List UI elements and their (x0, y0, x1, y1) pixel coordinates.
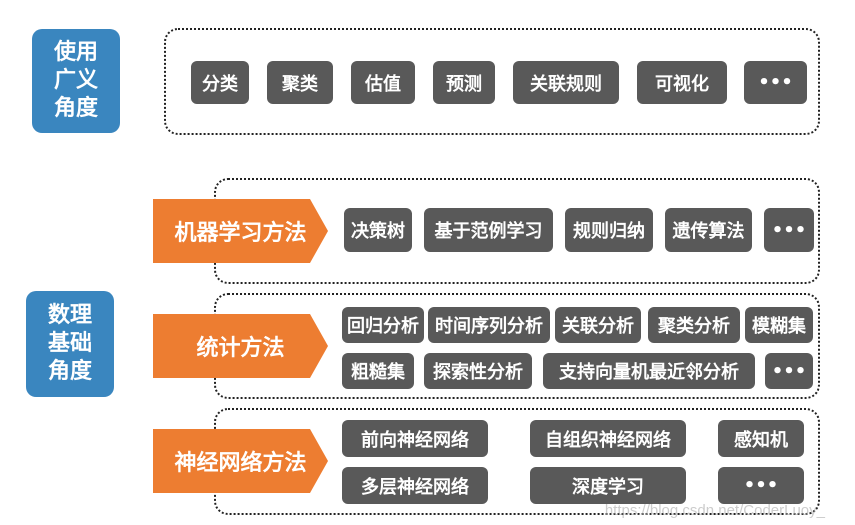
tag-rule-induction: 规则归纳 (565, 208, 653, 252)
nn-arrow-shape (153, 429, 328, 493)
usage-angle-line3: 角度 (53, 96, 98, 121)
tag-association-rules: 关联规则 (513, 61, 619, 104)
ml-arrow: 机器学习方法 (153, 199, 328, 263)
ml-arrow-shape (153, 199, 328, 263)
tag-rough-set: 粗糙集 (342, 353, 414, 389)
tag-decision-tree: 决策树 (344, 208, 412, 252)
nn-arrow-label: 神经网络方法 (174, 451, 307, 476)
math-basis-line3: 角度 (47, 359, 92, 384)
stats-arrow: 统计方法 (153, 314, 328, 378)
ml-arrow-label: 机器学习方法 (174, 221, 307, 246)
nn-arrow: 神经网络方法 (153, 429, 328, 493)
tag-exploratory-analysis: 探索性分析 (424, 353, 532, 389)
tag-self-organizing-nn: 自组织神经网络 (530, 420, 686, 457)
tag-deep-learning: 深度学习 (530, 467, 686, 504)
tag-genetic-algorithm: 遗传算法 (665, 208, 752, 252)
tag-ellipsis: ••• (744, 61, 807, 104)
tag-stats-ellipsis: ••• (765, 353, 813, 389)
math-basis-line2: 基础 (47, 331, 92, 356)
tag-prediction: 预测 (433, 61, 495, 104)
usage-angle-line2: 广义 (53, 68, 98, 93)
math-basis-box: 数理 基础 角度 (26, 291, 114, 397)
watermark: https://blog.csdn.net/CoderLuoy_ (604, 502, 825, 519)
tag-perceptron: 感知机 (718, 420, 804, 457)
tag-time-series: 时间序列分析 (428, 307, 550, 343)
usage-angle-line1: 使用 (53, 40, 98, 65)
tag-association-analysis: 关联分析 (555, 307, 641, 343)
tag-ml-ellipsis: ••• (764, 208, 814, 252)
tag-cluster-analysis: 聚类分析 (648, 307, 740, 343)
stats-arrow-label: 统计方法 (196, 336, 285, 361)
tag-classification: 分类 (191, 61, 249, 104)
tag-estimation: 估值 (351, 61, 415, 104)
math-basis-line1: 数理 (47, 303, 92, 328)
tag-clustering: 聚类 (267, 61, 333, 104)
stats-arrow-shape (153, 314, 328, 378)
tag-visualization: 可视化 (637, 61, 727, 104)
tag-feedforward-nn: 前向神经网络 (342, 420, 488, 457)
tag-nn-ellipsis: ••• (718, 467, 804, 504)
usage-angle-box: 使用 广义 角度 (32, 29, 120, 133)
tag-multilayer-nn: 多层神经网络 (342, 467, 488, 504)
usage-panel (164, 28, 820, 135)
tag-regression: 回归分析 (342, 307, 424, 343)
tag-case-based-learning: 基于范例学习 (424, 208, 553, 252)
tag-fuzzy-set: 模糊集 (745, 307, 813, 343)
tag-svm-knn: 支持向量机最近邻分析 (543, 353, 755, 389)
